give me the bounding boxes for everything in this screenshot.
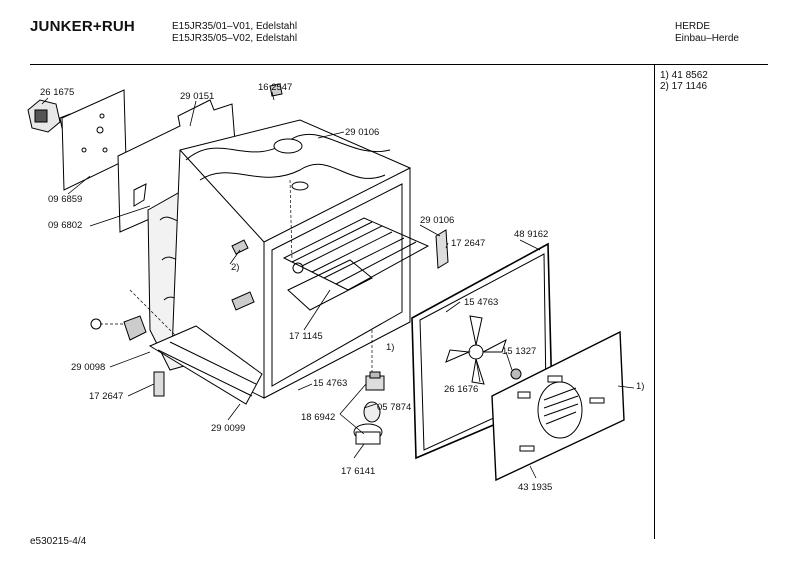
document-id: e530215-4/4	[30, 536, 87, 547]
part-label-057874: 05 7874	[377, 402, 412, 413]
part-label-151327: 15 1327	[502, 346, 537, 357]
part-label-154763-bottom: 15 4763	[313, 378, 348, 389]
bracket-part	[123, 315, 147, 341]
rail-part-bottom	[153, 371, 165, 397]
lamp-cover-part	[353, 423, 383, 445]
leader-lines	[41, 91, 635, 479]
part-label-162547: 16 2547	[258, 82, 293, 93]
callout-1-cover: 1)	[636, 381, 645, 392]
category-line-1: HERDE	[675, 21, 711, 32]
part-label-290098: 29 0098	[71, 362, 106, 373]
part-label-096802: 09 6802	[48, 220, 83, 231]
part-label-172647-bottom: 17 2647	[89, 391, 124, 402]
part-label-290151: 29 0151	[180, 91, 215, 102]
rear-cover-part	[491, 330, 625, 482]
part-label-489162: 48 9162	[514, 229, 549, 240]
part-label-431935: 43 1935	[518, 482, 553, 493]
element-connector-part	[231, 239, 249, 255]
part-label-171145: 17 1145	[289, 331, 323, 342]
category-line-2: Einbau–Herde	[675, 33, 739, 44]
rail-part-top	[435, 229, 449, 269]
model-line-1: E15JR35/01–V01, Edelstahl	[172, 21, 298, 32]
model-line-2: E15JR35/05–V02, Edelstahl	[172, 33, 298, 44]
footnote-1: 1) 41 8562	[660, 70, 708, 81]
brand-logo: JUNKER+RUH	[30, 18, 135, 35]
part-label-290099: 29 0099	[211, 423, 246, 434]
back-plate-part	[61, 89, 127, 191]
part-label-096859: 09 6859	[48, 194, 83, 205]
washer-part	[90, 318, 102, 330]
notes-divider	[654, 64, 655, 539]
oven-cavity-part	[171, 119, 411, 399]
callout-2: 2)	[231, 262, 240, 273]
part-label-290106-rack: 29 0106	[420, 215, 455, 226]
part-label-154763-door: 15 4763	[464, 297, 499, 308]
callout-1-cavity: 1)	[386, 342, 395, 353]
header-divider	[30, 64, 768, 65]
assembly-lines	[100, 179, 373, 372]
footnote-2: 2) 17 1146	[660, 81, 708, 92]
part-label-261675: 26 1675	[40, 87, 75, 98]
screw-part	[231, 291, 255, 311]
part-label-172647-top: 17 2647	[451, 238, 486, 249]
fan-nut-part	[510, 368, 522, 380]
thermostat-switch-part	[27, 99, 73, 133]
part-label-290106-top: 29 0106	[345, 127, 380, 138]
clip-part	[269, 83, 283, 97]
lamp-socket-part	[365, 371, 385, 391]
part-label-186942: 18 6942	[301, 412, 336, 423]
oven-rack-part	[282, 217, 430, 311]
bottom-frame-part	[148, 325, 263, 405]
part-label-176141: 17 6141	[341, 466, 376, 477]
part-label-261676: 26 1676	[444, 384, 479, 395]
